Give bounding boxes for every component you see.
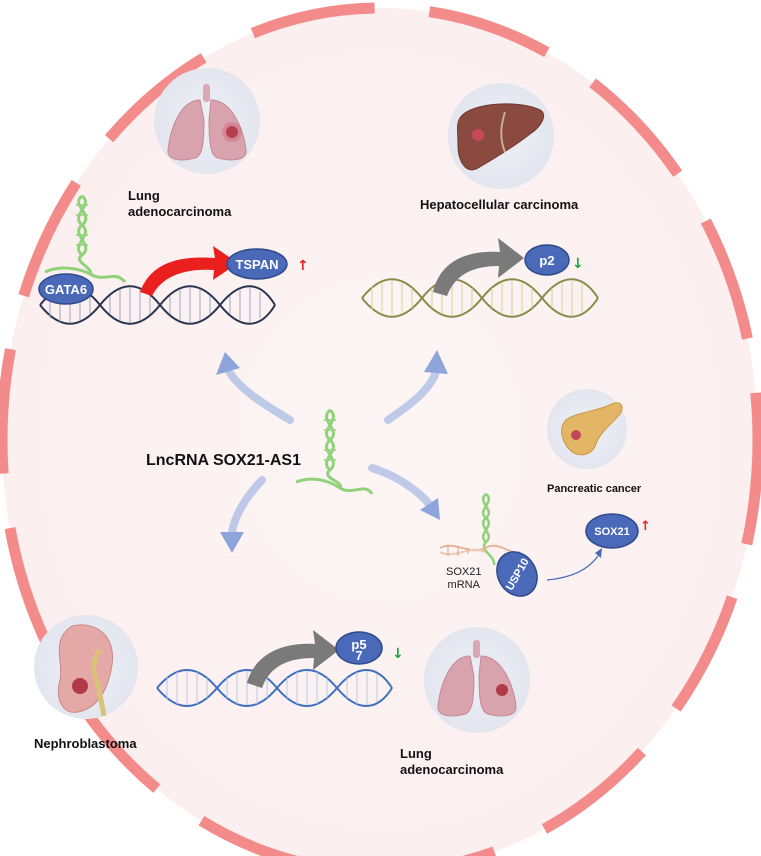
- down-arrow-icon-1: ↓: [572, 256, 584, 272]
- flow-arrow-down-left: [220, 476, 266, 553]
- p2-label: p2: [539, 253, 554, 268]
- lncrna-icon-center: [295, 408, 374, 495]
- gata6-protein: GATA6: [38, 273, 94, 305]
- down-arrow-icon-2: ↓: [392, 646, 404, 662]
- p2-protein: p2: [524, 244, 570, 276]
- lncrna-icon-2: [481, 493, 496, 566]
- flow-arrow-down-right: [368, 464, 440, 520]
- up-arrow-icon-2: ↑: [640, 519, 651, 534]
- grey-process-arrow-1: [433, 238, 524, 296]
- up-arrow-icon: ↑: [297, 258, 309, 274]
- sox21-protein: SOX21: [585, 513, 639, 549]
- grey-process-arrow-2: [247, 630, 339, 688]
- p57-protein: [335, 631, 383, 665]
- sox21-label: SOX21: [594, 526, 629, 538]
- p57-label: p5 7: [351, 637, 367, 663]
- disease-label-hepatocellular: Hepatocellular carcinoma: [420, 197, 579, 212]
- flow-arrow-up-left: [216, 352, 294, 424]
- lncrna-icon-1: [44, 194, 127, 284]
- kidney-icon: [34, 615, 138, 719]
- liver-icon: [448, 83, 554, 189]
- red-process-arrow: [140, 246, 238, 296]
- disease-label-nephroblastoma: Nephroblastoma: [34, 736, 137, 751]
- usp10-protein: USP10: [496, 551, 538, 597]
- flow-arrow-up-right: [384, 350, 448, 424]
- lung-icon: [154, 68, 260, 174]
- disease-label-lung-bottom: Lung adenocarcinoma: [400, 746, 504, 777]
- disease-label-pancreatic: Pancreatic cancer: [547, 483, 642, 495]
- gata6-label: GATA6: [45, 282, 87, 297]
- tspan-protein: TSPAN: [226, 248, 288, 280]
- lung-icon-2: [424, 627, 530, 733]
- dna-helix-icon-2: [361, 278, 599, 318]
- dna-helix-icon-3: [156, 669, 393, 707]
- disease-label-lung-top: Lung adenocarcinoma: [128, 188, 232, 219]
- cell-background: [2, 8, 758, 856]
- thin-arrow-to-sox21: [546, 548, 602, 581]
- center-title: LncRNA SOX21-AS1: [146, 452, 301, 469]
- sox21-mrna-label: SOX21 mRNA: [446, 566, 482, 591]
- pancreas-icon: [547, 389, 627, 469]
- tspan-label: TSPAN: [235, 257, 278, 272]
